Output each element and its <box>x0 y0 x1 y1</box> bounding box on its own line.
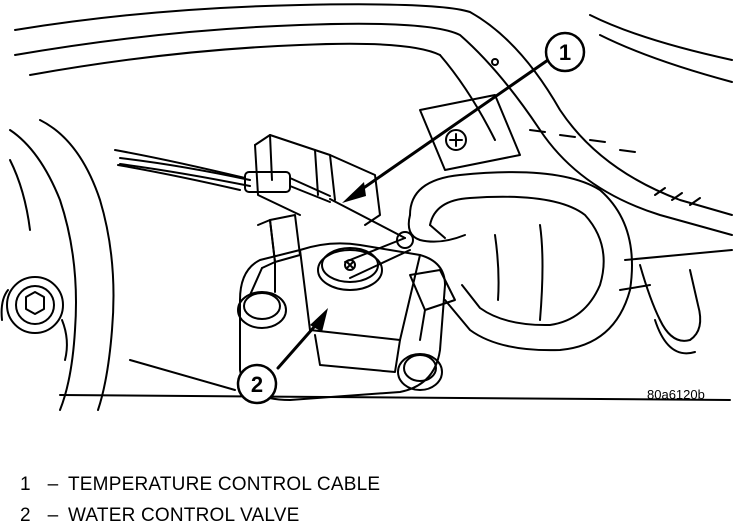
legend-label: WATER CONTROL VALVE <box>68 505 300 526</box>
water-control-valve <box>239 237 446 401</box>
spring-clip <box>619 249 733 355</box>
legend-label: TEMPERATURE CONTROL CABLE <box>68 474 381 495</box>
legend-number: 2 <box>20 505 31 526</box>
callout-badge-1: 1 <box>544 31 586 73</box>
callout-number-1: 1 <box>559 40 571 65</box>
arrowhead-2 <box>310 308 328 332</box>
legend-dash: – <box>47 474 59 495</box>
callout-number-2: 2 <box>251 372 263 397</box>
callout-leader-1 <box>350 58 550 198</box>
valve-mounting-tabs <box>237 214 456 391</box>
figure-code: 80a6120b <box>647 387 705 402</box>
left-structure <box>9 119 246 411</box>
panel-screw <box>419 94 521 171</box>
legend-number: 1 <box>20 474 31 495</box>
legend-item-water-control-valve: 2–WATER CONTROL VALVE <box>20 505 299 527</box>
temperature-control-cable <box>119 157 414 249</box>
arrowhead-1 <box>342 182 366 203</box>
hex-bolt <box>0 276 68 361</box>
cable-bracket <box>254 134 381 226</box>
technical-illustration: 1 2 80a6120b <box>0 3 733 411</box>
firewall-panel <box>14 3 733 236</box>
legend-item-temperature-control-cable: 1–TEMPERATURE CONTROL CABLE <box>20 474 380 496</box>
legend-dash: – <box>47 505 59 526</box>
heater-hose <box>407 171 633 352</box>
callout-badge-2: 2 <box>236 363 278 405</box>
